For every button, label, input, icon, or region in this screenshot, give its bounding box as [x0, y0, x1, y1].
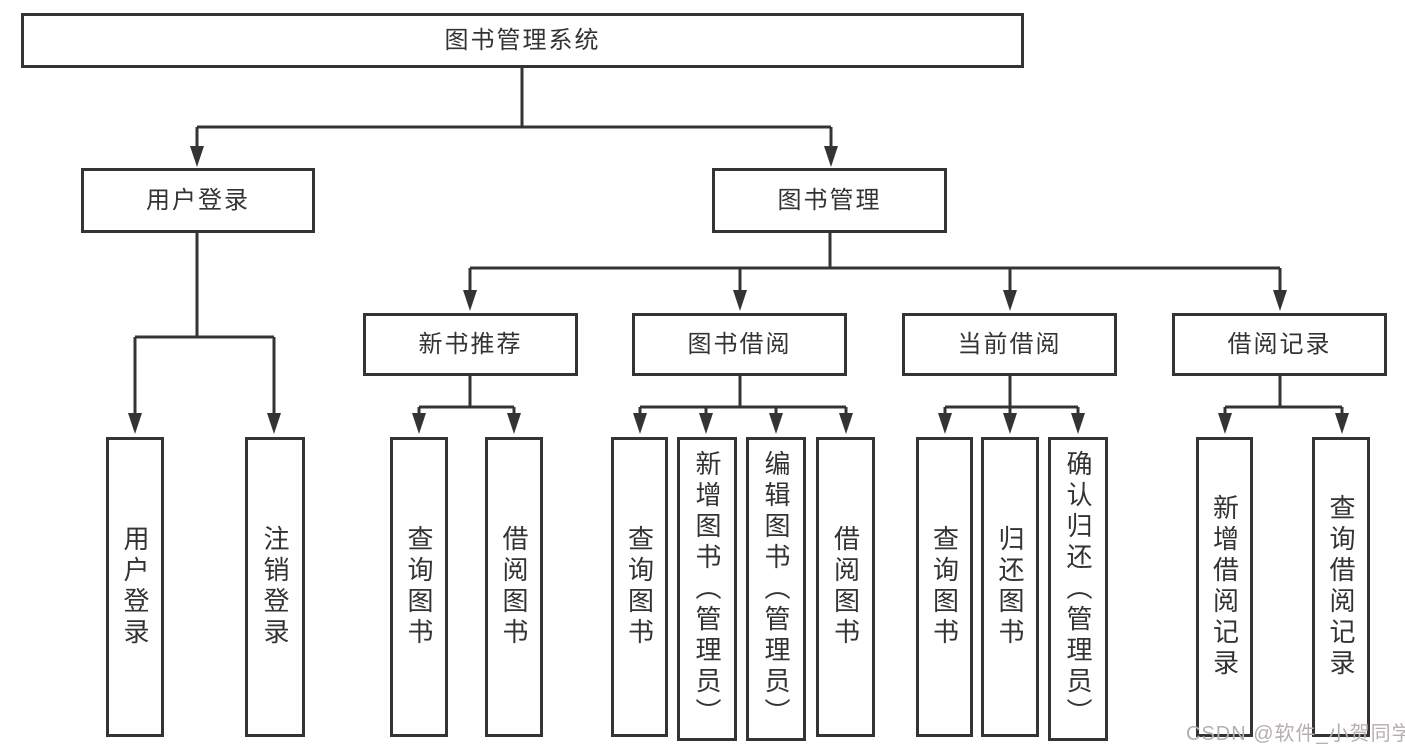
node-root-library-system: 图书管理系统 — [21, 13, 1024, 68]
node-current-borrow: 当前借阅 — [902, 313, 1117, 376]
leaf-add-borrow-record: 新增借阅记录 — [1196, 437, 1253, 737]
watermark: CSDN @软件_小贺同学 — [1186, 723, 1405, 745]
leaf-query-book-borrow: 查询图书 — [611, 437, 668, 737]
leaf-logout: 注销登录 — [245, 437, 305, 737]
node-borrow-records: 借阅记录 — [1172, 313, 1387, 376]
leaf-query-book-recommend: 查询图书 — [390, 437, 448, 737]
leaf-return-book: 归还图书 — [981, 437, 1039, 737]
leaf-edit-book-admin: 编辑图书（管理员） — [746, 437, 806, 741]
leaf-user-login: 用户登录 — [106, 437, 164, 737]
node-book-borrow: 图书借阅 — [632, 313, 847, 376]
node-new-book-recommend: 新书推荐 — [363, 313, 578, 376]
leaf-query-borrow-record: 查询借阅记录 — [1312, 437, 1370, 737]
node-book-management: 图书管理 — [712, 168, 947, 233]
node-user-login: 用户登录 — [81, 168, 315, 233]
leaf-borrow-book: 借阅图书 — [816, 437, 875, 737]
leaf-add-book-admin: 新增图书（管理员） — [677, 437, 737, 741]
leaf-query-book-current: 查询图书 — [916, 437, 973, 737]
leaf-confirm-return-admin: 确认归还（管理员） — [1048, 437, 1108, 741]
leaf-borrow-book-recommend: 借阅图书 — [485, 437, 543, 737]
